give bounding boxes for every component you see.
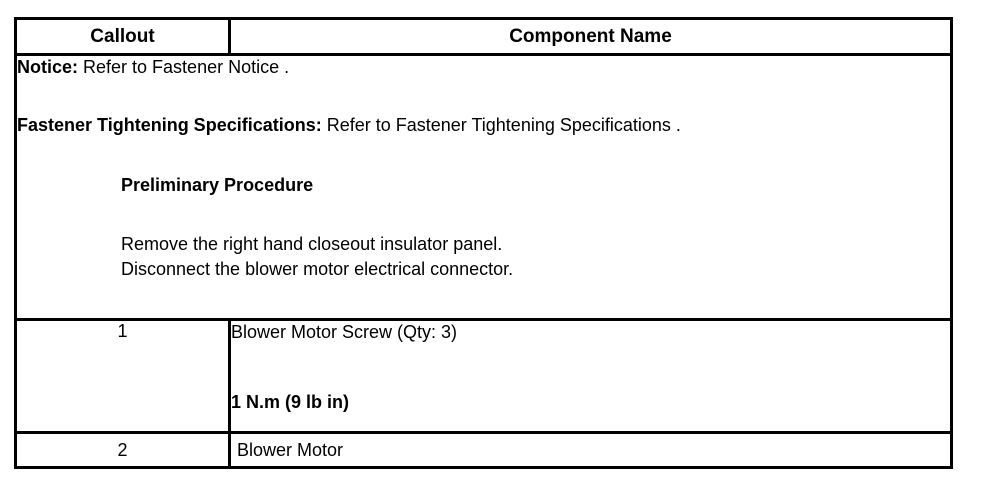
- callout-number: 1: [14, 318, 231, 434]
- spacer-after-heading: [17, 196, 950, 232]
- table-header-row: Callout Component Name: [14, 17, 953, 56]
- component-name-text: Blower Motor Screw (Qty: 3): [231, 322, 458, 342]
- component-cell: Blower Motor Screw (Qty: 3) 1 N.m (9 lb …: [228, 318, 953, 434]
- callout-table: Callout Component Name Notice: Refer to …: [14, 17, 953, 469]
- notice-label: Notice:: [17, 57, 79, 77]
- column-header-component-name: Component Name: [228, 17, 953, 56]
- spacer-after-notice: [17, 78, 950, 114]
- notice-text: Refer to Fastener Notice .: [78, 57, 290, 77]
- fastener-tightening-text: Refer to Fastener Tightening Specificati…: [321, 115, 681, 135]
- preliminary-step: Disconnect the blower motor electrical c…: [121, 259, 514, 279]
- notice-block: Notice: Refer to Fastener Notice . Faste…: [14, 53, 953, 321]
- preliminary-procedure-block: Preliminary Procedure: [17, 174, 950, 196]
- table-row: 1 Blower Motor Screw (Qty: 3) 1 N.m (9 l…: [14, 318, 953, 434]
- torque-spec-text: 1 N.m (9 lb in): [231, 392, 350, 412]
- fastener-tightening-label: Fastener Tightening Specifications:: [17, 115, 322, 135]
- callout-number: 2: [14, 431, 231, 469]
- torque-spacer: [231, 343, 950, 391]
- spacer-after-fastener: [17, 136, 950, 174]
- notice-row: Notice: Refer to Fastener Notice . Faste…: [14, 53, 953, 321]
- column-header-callout: Callout: [14, 17, 231, 56]
- fastener-tightening-line: Fastener Tightening Specifications: Refe…: [17, 114, 950, 136]
- preliminary-procedure-heading: Preliminary Procedure: [121, 175, 314, 195]
- preliminary-steps-list: Remove the right hand closeout insulator…: [17, 232, 950, 282]
- fastener-notice-line: Notice: Refer to Fastener Notice .: [17, 56, 950, 78]
- preliminary-step: Remove the right hand closeout insulator…: [121, 234, 503, 254]
- component-name-text: Blower Motor: [228, 431, 953, 469]
- table-row: 2 Blower Motor: [14, 431, 953, 469]
